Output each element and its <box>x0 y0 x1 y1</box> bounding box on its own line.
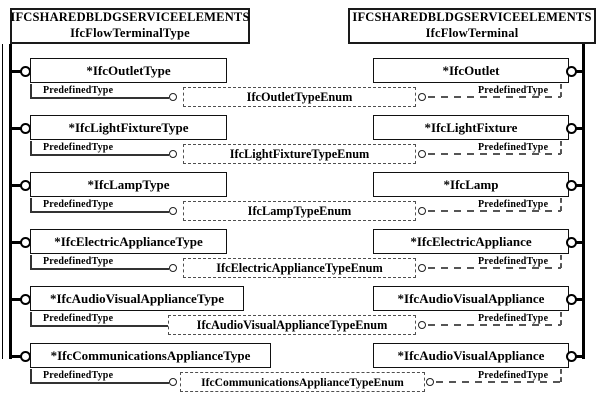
type-entity-box: *IfcCommunicationsApplianceType <box>30 343 271 368</box>
schema-box-flow-terminal-type: IFCSHAREDBLDGSERVICEELEMENTS IfcFlowTerm… <box>10 8 250 44</box>
relation-circle-icon <box>418 207 426 215</box>
attribute-compartment-edge <box>30 84 32 98</box>
left-rail-stub <box>10 127 21 130</box>
left-rail-stub <box>10 70 21 73</box>
diagram-row-communications-appliance: *IfcCommunicationsApplianceType Predefin… <box>0 343 600 400</box>
type-entity-box: *IfcOutletType <box>30 58 227 83</box>
attribute-compartment-edge <box>30 369 32 383</box>
enum-box: IfcCommunicationsApplianceTypeEnum <box>180 372 425 392</box>
occurrence-entity-box: *IfcElectricAppliance <box>373 229 569 254</box>
enum-box: IfcAudioVisualApplianceTypeEnum <box>168 315 416 335</box>
relation-circle-icon <box>418 150 426 158</box>
relation-circle-icon <box>418 321 426 329</box>
occurrence-entity-box: *IfcLamp <box>373 172 569 197</box>
schema-name: IFCSHAREDBLDGSERVICEELEMENTS <box>10 10 250 25</box>
attribute-compartment-edge <box>30 312 32 326</box>
relation-circle-icon <box>169 150 177 158</box>
attribute-label: PredefinedType <box>43 199 114 210</box>
enum-box: IfcOutletTypeEnum <box>183 87 416 107</box>
relation-circle-icon <box>418 93 426 101</box>
diagram-row-audio-visual-appliance: *IfcAudioVisualApplianceType PredefinedT… <box>0 286 600 343</box>
relation-line <box>30 154 169 156</box>
attribute-label: PredefinedType <box>43 313 114 324</box>
schema-name: IFCSHAREDBLDGSERVICEELEMENTS <box>352 10 592 25</box>
relation-line <box>30 325 169 327</box>
dashed-relation-stub <box>560 312 562 325</box>
attribute-compartment-edge <box>30 255 32 269</box>
right-rail-stub <box>575 241 584 244</box>
left-rail-stub <box>10 355 21 358</box>
type-entity-box: *IfcElectricApplianceType <box>30 229 227 254</box>
schema-box-flow-terminal: IFCSHAREDBLDGSERVICEELEMENTS IfcFlowTerm… <box>348 8 596 44</box>
attribute-label: PredefinedType <box>43 370 114 381</box>
dashed-relation-line <box>428 153 561 155</box>
dashed-relation-stub <box>560 141 562 154</box>
attribute-label: PredefinedType <box>478 370 549 381</box>
enum-box: IfcElectricApplianceTypeEnum <box>183 258 416 278</box>
type-entity-box: *IfcLightFixtureType <box>30 115 227 140</box>
right-rail-stub <box>575 355 584 358</box>
occurrence-entity-box: *IfcLightFixture <box>373 115 569 140</box>
diagram-row-light-fixture: *IfcLightFixtureType PredefinedType IfcL… <box>0 115 600 172</box>
relation-circle-icon <box>169 264 177 272</box>
enum-box: IfcLightFixtureTypeEnum <box>183 144 416 164</box>
attribute-label: PredefinedType <box>478 142 549 153</box>
right-rail-stub <box>575 127 584 130</box>
right-rail-stub <box>575 298 584 301</box>
relation-circle-icon <box>426 378 434 386</box>
occurrence-entity-box: *IfcAudioVisualAppliance <box>373 286 569 311</box>
left-rail-stub <box>10 241 21 244</box>
dashed-relation-line <box>436 381 561 383</box>
type-entity-box: *IfcLampType <box>30 172 227 197</box>
attribute-label: PredefinedType <box>478 313 549 324</box>
right-rail-stub <box>575 70 584 73</box>
dashed-relation-line <box>428 267 561 269</box>
relation-circle-icon <box>169 93 177 101</box>
attribute-label: PredefinedType <box>43 85 114 96</box>
dashed-relation-stub <box>560 84 562 97</box>
dashed-relation-stub <box>560 369 562 382</box>
attribute-label: PredefinedType <box>43 256 114 267</box>
dashed-relation-stub <box>560 198 562 211</box>
diagram-row-electric-appliance: *IfcElectricApplianceType PredefinedType… <box>0 229 600 286</box>
schema-subname: IfcFlowTerminal <box>425 26 519 40</box>
right-rail-stub <box>575 184 584 187</box>
diagram-row-outlet: *IfcOutletType PredefinedType IfcOutletT… <box>0 58 600 115</box>
occurrence-entity-box: *IfcOutlet <box>373 58 569 83</box>
dashed-relation-line <box>428 324 561 326</box>
attribute-compartment-edge <box>30 141 32 155</box>
relation-circle-icon <box>169 207 177 215</box>
dashed-relation-line <box>428 96 561 98</box>
relation-line <box>30 211 169 213</box>
relation-circle-icon <box>169 378 177 386</box>
left-thin-rail-line <box>2 44 3 359</box>
relation-line <box>30 382 169 384</box>
attribute-label: PredefinedType <box>478 199 549 210</box>
diagram-row-lamp: *IfcLampType PredefinedType IfcLampTypeE… <box>0 172 600 229</box>
relation-circle-icon <box>418 264 426 272</box>
relation-line <box>30 268 169 270</box>
dashed-relation-stub <box>560 255 562 268</box>
occurrence-entity-box: *IfcAudioVisualAppliance <box>373 343 569 368</box>
left-reference-rail <box>9 44 12 359</box>
left-rail-stub <box>10 184 21 187</box>
attribute-label: PredefinedType <box>478 256 549 267</box>
left-rail-stub <box>10 298 21 301</box>
schema-subname: IfcFlowTerminalType <box>70 26 190 40</box>
attribute-label: PredefinedType <box>43 142 114 153</box>
right-reference-rail <box>582 44 585 359</box>
attribute-label: PredefinedType <box>478 85 549 96</box>
attribute-compartment-edge <box>30 198 32 212</box>
relation-line <box>30 97 169 99</box>
dashed-relation-line <box>428 210 561 212</box>
type-entity-box: *IfcAudioVisualApplianceType <box>30 286 244 311</box>
enum-box: IfcLampTypeEnum <box>183 201 416 221</box>
